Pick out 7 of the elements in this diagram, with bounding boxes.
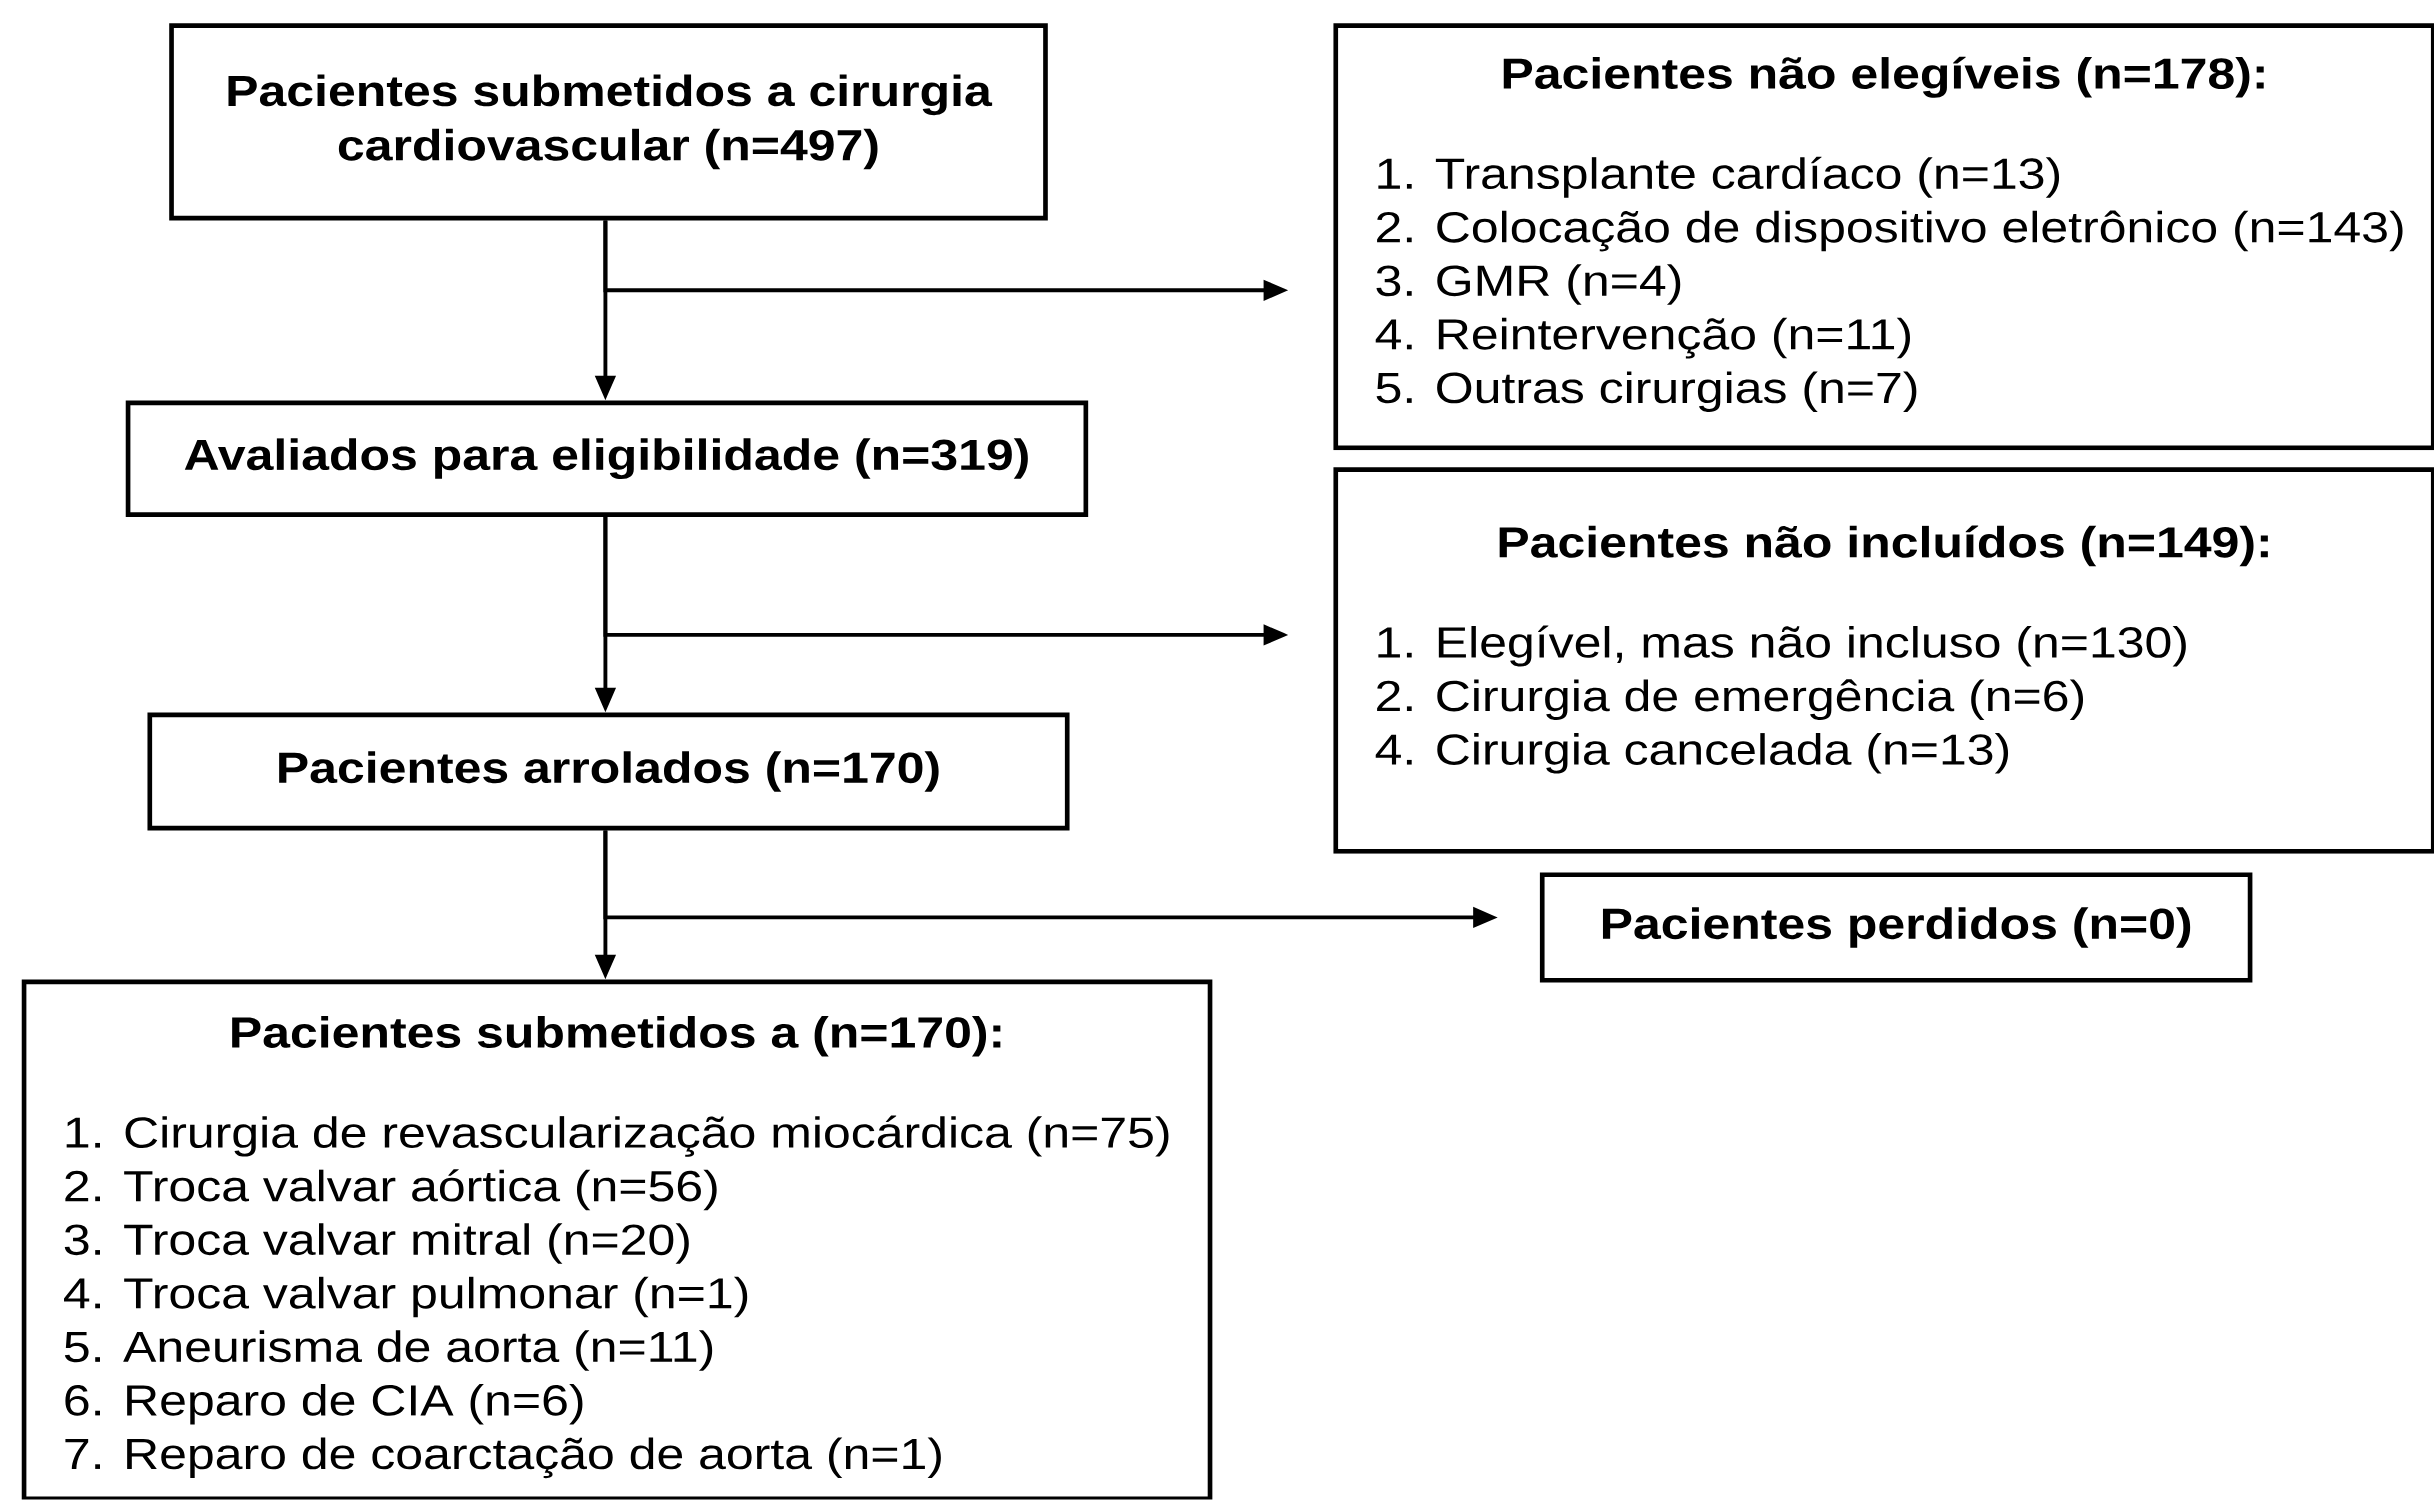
process-box: Avaliados para eligibilidade (n=319): [125, 400, 1089, 518]
list-box: Pacientes não incluídos (n=149): 1. Elegível, mas não incluso (n=130) 2. Cirurgia de emergência (n=6) 4. Cirurgia cancelada (n=13): [1333, 467, 2434, 854]
process-box: Pacientes submetidos a cirurgia cardiovascular (n=497): [169, 23, 1048, 221]
process-box: Pacientes perdidos (n=0): [1539, 872, 2253, 983]
list-box: Pacientes submetidos a (n=170): 1. Cirurgia de revascularização miocárdica (n=75) 2. Troca valvar aórtica (n=56) 3. Troca valvar mitral (n=20) 4. Troca valvar pulmonar (n=1) 5. Aneurisma de aorta (n=11) 6. Reparo de CIA (n=6) 7. Reparo de coarctação de aorta (n=1): [21, 979, 1213, 1500]
process-box: Pacientes arrolados (n=170): [147, 712, 1070, 831]
list-box: Pacientes não elegíveis (n=178): 1. Transplante cardíaco (n=13) 2. Colocação de dispositivo eletrônico (n=143) 3. GMR (n=4) 4. Reintervenção (n=11) 5. Outras cirurgias (n=7): [1333, 23, 2434, 451]
